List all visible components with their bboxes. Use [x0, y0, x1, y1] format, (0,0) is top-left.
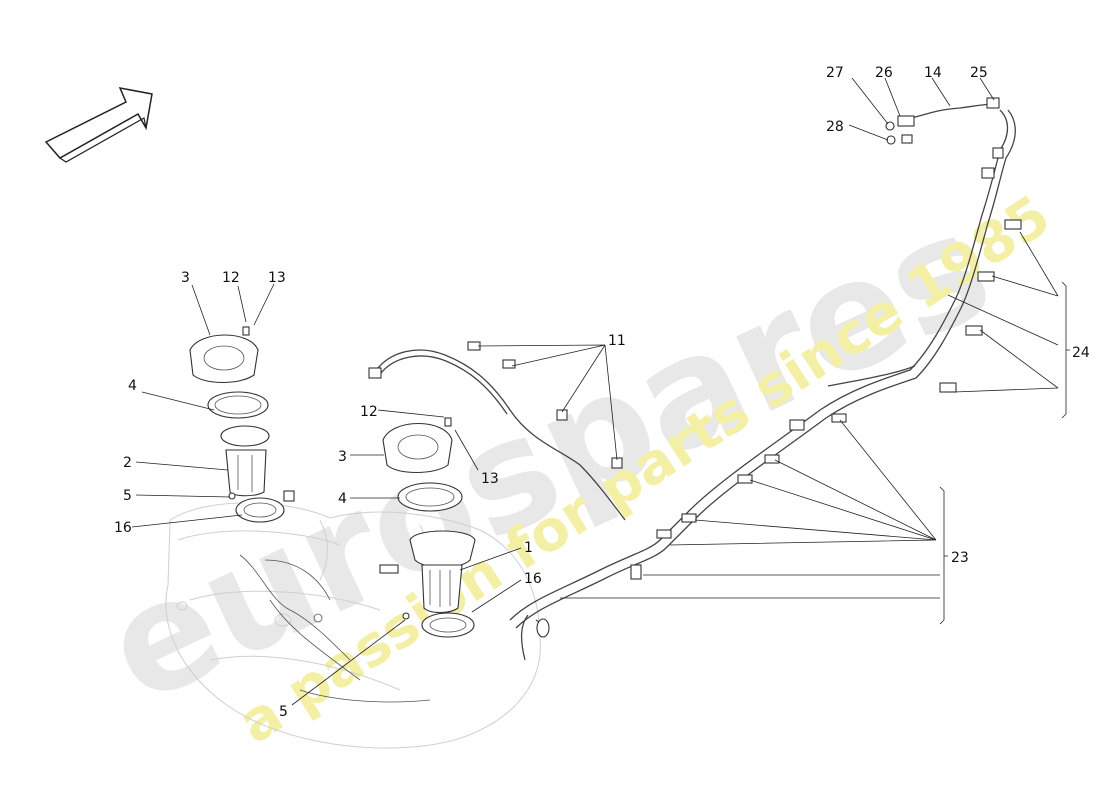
seal-ring-left: [207, 391, 269, 419]
label-3-left: 3: [181, 270, 190, 286]
fuel-supply-lines: [509, 97, 1016, 661]
pipe-clip-2: [502, 359, 516, 369]
label-16-right: 16: [524, 571, 542, 587]
label-3-right: 3: [338, 449, 347, 465]
label-13-left: 13: [268, 270, 286, 286]
label-2: 2: [123, 455, 132, 471]
pipe-clip-3: [556, 409, 568, 421]
label-27: 27: [826, 65, 844, 81]
part-labels: 3 12 13 4 2 5 16 12 3 13 4 1 16 5 11 27 …: [114, 65, 1090, 720]
label-4-left: 4: [128, 378, 137, 394]
label-24: 24: [1072, 345, 1090, 361]
vent-pipe-center: [368, 341, 626, 521]
fuel-tank: [165, 502, 541, 749]
label-11: 11: [608, 333, 626, 349]
label-28: 28: [826, 119, 844, 135]
fuel-pump-module-right: [379, 530, 476, 638]
label-23: 23: [951, 550, 969, 566]
label-13-right: 13: [481, 471, 499, 487]
label-14: 14: [924, 65, 942, 81]
direction-arrow-icon: [44, 87, 153, 163]
label-12-right: 12: [360, 404, 378, 420]
label-4-right: 4: [338, 491, 347, 507]
leader-lines: [131, 77, 1070, 706]
label-25: 25: [970, 65, 988, 81]
fuel-pump-module-left: [220, 425, 295, 523]
label-16-left: 16: [114, 520, 132, 536]
label-5-bottom: 5: [279, 704, 288, 720]
clip-right: [402, 612, 410, 620]
label-1: 1: [524, 540, 533, 556]
watermark-brand: eurospares: [82, 179, 1015, 738]
clip-left: [228, 492, 236, 500]
pump-cover-left: [189, 326, 259, 383]
pump-cover-right: [382, 417, 453, 473]
seal-ring-right: [397, 482, 463, 512]
label-12-left: 12: [222, 270, 240, 286]
clip-group-23: [630, 413, 847, 580]
label-26: 26: [875, 65, 893, 81]
label-5-left: 5: [123, 488, 132, 504]
